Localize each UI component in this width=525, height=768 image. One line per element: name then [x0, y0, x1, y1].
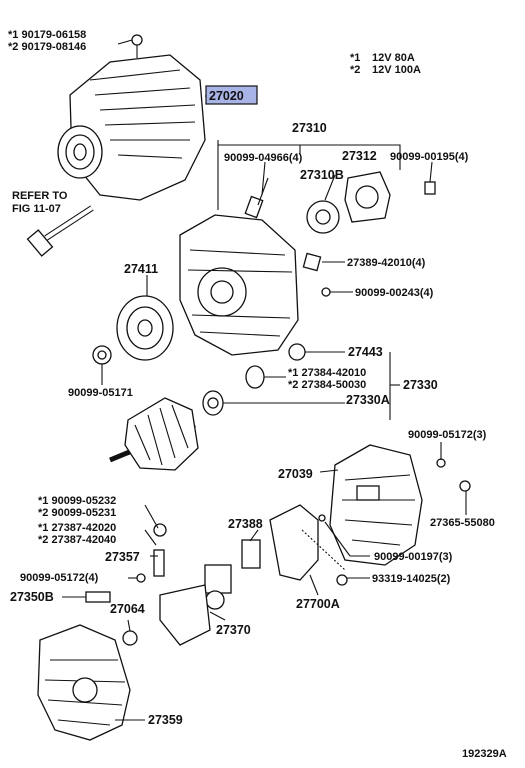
note-mark-1: *1 — [350, 52, 360, 64]
label-l21: *1 90099-05232 — [38, 495, 116, 507]
leader-lines — [62, 39, 467, 721]
pulley-drawing — [116, 295, 174, 361]
label-l11: 90099-00243(4) — [355, 287, 434, 299]
label-l34: 27359 — [148, 713, 183, 727]
note-mark-2: *2 — [350, 64, 360, 76]
label-l8: 27310B — [300, 168, 344, 182]
label-l10: 27389-42010(4) — [347, 257, 426, 269]
drive-end-frame-drawing — [179, 214, 299, 356]
rear-frame-drawing — [37, 624, 131, 741]
label-l32: 27700A — [296, 597, 340, 611]
label-l17: 27330A — [346, 393, 390, 407]
label-l6: 27312 — [342, 149, 377, 163]
label-l5: 90099-04966(4) — [224, 152, 303, 164]
label-l27: 90099-00197(3) — [374, 551, 453, 563]
label-l12: 27443 — [348, 345, 383, 359]
label-l13: *1 27384-42010 — [288, 367, 366, 379]
label-l7: 90099-00195(4) — [390, 151, 469, 163]
label-l28: 90099-05172(4) — [20, 572, 99, 584]
regulator-drawing — [85, 504, 348, 646]
rotor-drawing — [109, 397, 199, 471]
refer-line-2: FIG 11-07 — [12, 203, 61, 215]
label-l31: 27064 — [110, 602, 145, 616]
small-parts-drawing — [202, 171, 436, 416]
label-l9: 27411 — [124, 262, 158, 276]
highlighted-part-box — [205, 85, 258, 105]
nut-drawing — [92, 345, 112, 365]
callout-labels: *1 90179-06158 *2 90179-08146 27020 2731… — [8, 29, 495, 727]
label-l24: *2 27387-42040 — [38, 534, 116, 546]
label-l20: 27365-55080 — [430, 517, 495, 529]
label-l19: 27039 — [278, 467, 313, 481]
label-l2: *2 90179-08146 — [8, 41, 86, 53]
label-l16: 90099-05171 — [68, 387, 133, 399]
label-l15: 27330 — [403, 378, 438, 392]
refer-line-1: REFER TO — [12, 190, 68, 202]
variant-notes: *1 12V 80A *2 12V 100A — [350, 52, 421, 76]
label-l25: 27388 — [228, 517, 263, 531]
label-l22: *2 90099-05231 — [38, 507, 116, 519]
label-l18: 90099-05172(3) — [408, 429, 487, 441]
figure-id: 192329A — [462, 748, 507, 760]
rear-cover-drawing — [329, 444, 471, 566]
alternator-assembly-drawing — [57, 34, 206, 201]
label-l30: 27350B — [10, 590, 54, 604]
label-l29: 93319-14025(2) — [372, 573, 451, 585]
label-l23: *1 27387-42020 — [38, 522, 116, 534]
label-l14: *2 27384-50030 — [288, 379, 366, 391]
label-l1: *1 90179-06158 — [8, 29, 86, 41]
label-l33: 27370 — [216, 623, 251, 637]
note-text-2: 12V 100A — [372, 64, 421, 76]
bolt-drawing — [26, 205, 94, 257]
label-l3[interactable]: 27020 — [209, 89, 244, 103]
note-text-1: 12V 80A — [372, 52, 415, 64]
label-l26: 27357 — [105, 550, 140, 564]
label-l4: 27310 — [292, 121, 327, 135]
refer-note: REFER TO FIG 11-07 — [12, 190, 68, 215]
